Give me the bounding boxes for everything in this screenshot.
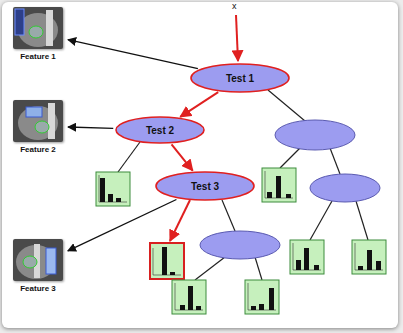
leaf-box xyxy=(245,280,279,314)
branch-line xyxy=(195,257,225,280)
histogram-bar xyxy=(188,286,193,310)
leaf-histogram xyxy=(352,240,386,274)
feature-label: Feature 1 xyxy=(10,52,66,61)
tree-connector xyxy=(68,200,177,251)
histogram-axis xyxy=(248,283,276,310)
leaf-box xyxy=(172,280,206,314)
leaf-group xyxy=(96,168,386,314)
branch-line xyxy=(222,200,235,231)
histogram-bar xyxy=(358,266,363,270)
feature-thumbnail: Feature 3 xyxy=(10,237,66,293)
split-node xyxy=(200,231,280,259)
ct-image xyxy=(10,237,66,283)
leaf-histogram xyxy=(96,172,130,206)
leaf-histogram xyxy=(290,240,324,274)
feature-thumbnail: Feature 1 xyxy=(10,5,66,61)
histogram-axis xyxy=(265,171,293,198)
tree-connector xyxy=(180,92,218,117)
histogram-bar xyxy=(376,261,381,270)
histogram-axis xyxy=(293,243,321,270)
histogram-bar xyxy=(251,306,256,310)
histogram-bar xyxy=(304,248,309,270)
split-node xyxy=(275,120,355,150)
tree-connector xyxy=(172,144,193,170)
histogram-bar xyxy=(180,305,185,310)
ellipse-shape xyxy=(116,117,204,143)
feature-label: Feature 2 xyxy=(10,145,66,154)
histogram-axis xyxy=(99,175,127,202)
tree-connector xyxy=(68,127,113,128)
histogram-axis xyxy=(175,283,203,310)
histogram-bar xyxy=(259,304,264,310)
leaf-histogram xyxy=(262,168,296,202)
branch-line xyxy=(330,148,340,174)
branch-line xyxy=(356,201,368,240)
test-node: Test 2 xyxy=(115,116,205,144)
histogram-bar xyxy=(108,194,113,202)
ct-image xyxy=(10,5,66,51)
histogram-bar xyxy=(116,198,121,202)
input-arrow xyxy=(236,15,238,61)
histogram-bar xyxy=(162,247,167,275)
histogram-bar xyxy=(267,192,272,198)
split-node xyxy=(310,174,380,202)
branch-line xyxy=(170,200,190,241)
histogram-bar xyxy=(100,178,105,202)
histogram-axis xyxy=(153,248,181,275)
branch-line xyxy=(280,148,300,168)
leaf-box xyxy=(150,243,184,279)
leaf-box xyxy=(352,240,386,274)
test-label: Test 1 xyxy=(226,73,254,84)
test-label: Test 2 xyxy=(146,125,174,136)
branch-line xyxy=(118,142,140,172)
test-node: Test 3 xyxy=(155,171,255,201)
leaf-box xyxy=(262,168,296,202)
histogram-bar xyxy=(286,194,291,198)
ellipse-shape xyxy=(156,172,254,200)
histogram-bar xyxy=(367,250,372,270)
leaf-box xyxy=(96,172,130,206)
leaf-histogram xyxy=(150,243,184,279)
tree-connector xyxy=(68,40,198,69)
input-label: x xyxy=(232,1,237,11)
feature-label: Feature 3 xyxy=(10,284,66,293)
histogram-bar xyxy=(296,260,301,270)
feature-thumbnail: Feature 2 xyxy=(10,98,66,154)
branch-line xyxy=(268,90,305,121)
histogram-bar xyxy=(170,272,175,275)
leaf-histogram xyxy=(245,280,279,314)
branch-line xyxy=(255,257,262,280)
ct-image xyxy=(10,98,66,144)
histogram-bar xyxy=(196,306,201,310)
test-label: Test 3 xyxy=(191,181,219,192)
test-node: Test 1 xyxy=(190,63,290,93)
ellipse-shape xyxy=(191,64,289,92)
branch-line xyxy=(310,201,332,240)
histogram-bar xyxy=(269,288,274,310)
histogram-bar xyxy=(314,265,319,270)
leaf-box xyxy=(290,240,324,274)
leaf-histogram xyxy=(172,280,206,314)
histogram-bar xyxy=(276,176,281,198)
histogram-axis xyxy=(355,243,383,270)
